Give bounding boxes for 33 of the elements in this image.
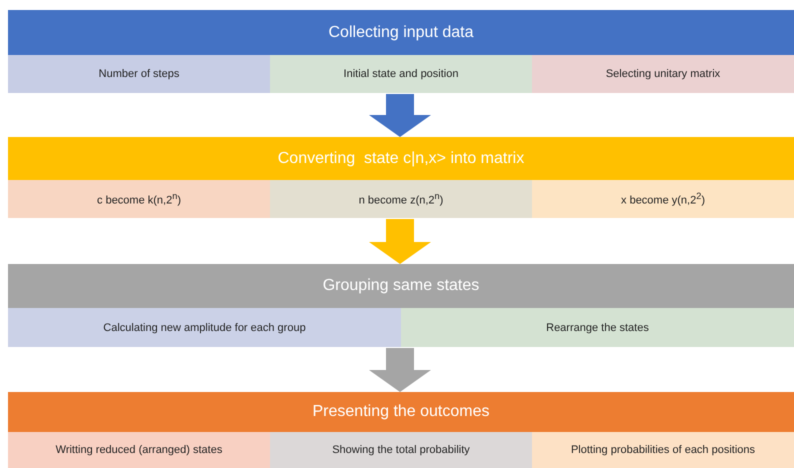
- step-cell: [532, 55, 794, 93]
- step-cell: [8, 180, 270, 218]
- flow-arrow: [369, 219, 431, 264]
- step-text: Rearrange the states: [546, 322, 649, 334]
- step-text: c become k(n,2$^{n}$): [97, 191, 181, 207]
- step-cell: [8, 55, 270, 93]
- step-text: Calculating new amplitude for each group: [103, 322, 306, 334]
- step-text: Showing the total probability: [332, 444, 470, 456]
- stage-title: Presenting the outcomes: [312, 403, 490, 421]
- flow-arrow: [369, 94, 431, 137]
- step-cell: [532, 432, 794, 468]
- stage-band: [8, 137, 794, 218]
- stage-title: Collecting input data: [328, 24, 474, 42]
- step-cell: [270, 55, 532, 93]
- step-cell: [270, 432, 532, 468]
- step-text: Initial state and position: [344, 68, 458, 80]
- step-text: Plotting probabilities of each positions: [570, 444, 756, 456]
- stage-band: [8, 392, 794, 468]
- flow-arrow: [369, 348, 431, 392]
- stage-title: Grouping same states: [322, 277, 480, 295]
- stage-band: [8, 10, 794, 93]
- step-text: Writting reduced (arranged) states: [56, 444, 222, 456]
- stage-title: Converting state c|n,x> into matrix: [278, 150, 524, 168]
- step-text: Selecting unitary matrix: [606, 68, 720, 80]
- step-cell: [532, 180, 794, 218]
- step-text: x become y(n,2$^{2}$): [621, 191, 705, 207]
- step-text: n become z(n,2$^{n}$): [358, 191, 444, 207]
- step-cell: [270, 180, 532, 218]
- step-cell: [8, 432, 270, 468]
- step-cell: [401, 308, 794, 347]
- step-cell: [8, 308, 401, 347]
- stage-band: [8, 264, 794, 347]
- step-text: Number of steps: [98, 68, 180, 80]
